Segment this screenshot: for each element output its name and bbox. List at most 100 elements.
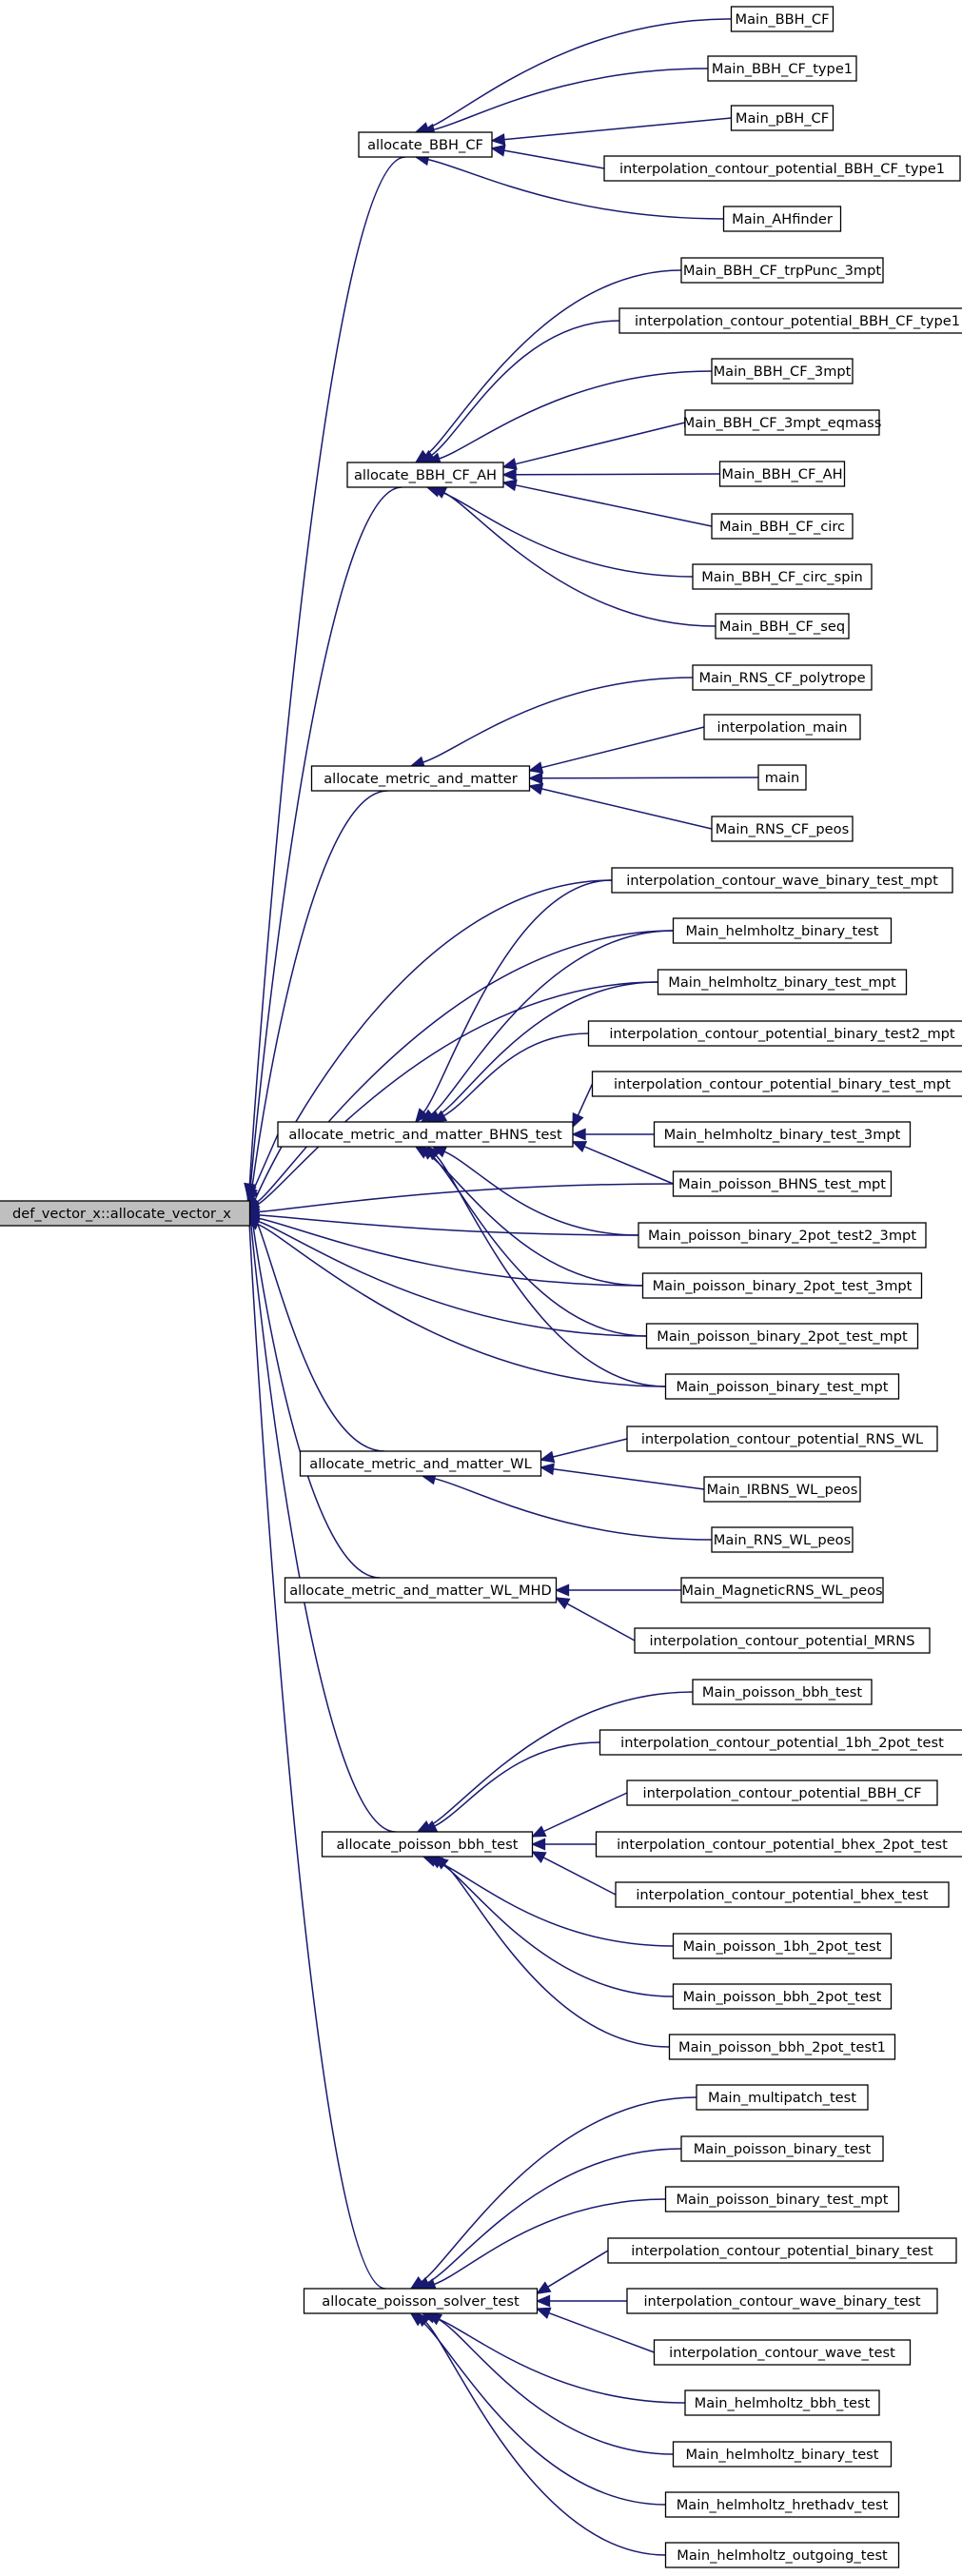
node-main-helmholtz-binary-test-mpt[interactable]: Main_helmholtz_binary_test_mpt: [657, 969, 908, 995]
node-main-multipatch-test-box: [696, 2084, 869, 2111]
edge-main-bbh-cf-ah-to-allocate-bbh-cf-ah-line: [515, 473, 720, 476]
node-main-poisson-binary-test[interactable]: Main_poisson_binary_test: [680, 2135, 884, 2162]
node-main-helmholtz-binary-test[interactable]: Main_helmholtz_binary_test: [672, 917, 893, 944]
edge-main-helmholtz-outgoing-test-to-allocate-poisson-solver-test: [415, 2311, 666, 2556]
node-interpolation-main[interactable]: interpolation_main: [703, 714, 861, 740]
node-allocate-poisson-bbh-test-box: [321, 1831, 534, 1858]
node-interpolation-contour-wave-test[interactable]: interpolation_contour_wave_test: [653, 2339, 912, 2366]
node-main-magneticrns-wl-peos[interactable]: Main_MagneticRNS_WL_peos: [680, 1577, 884, 1603]
node-main-ahfinder[interactable]: Main_AHfinder: [722, 206, 842, 232]
node-main-helmholtz-bbh-test[interactable]: Main_helmholtz_bbh_test: [684, 2389, 880, 2416]
node-interpolation-contour-potential-bhex-2pot-test-label: interpolation_contour_potential_bhex_2po…: [617, 1837, 948, 1853]
node-main-pbh-cf[interactable]: Main_pBH_CF: [730, 105, 834, 131]
node-interpolation-contour-potential-binary-test[interactable]: interpolation_contour_potential_binary_t…: [607, 2237, 957, 2264]
node-main-bbh-cf-circ-spin[interactable]: Main_BBH_CF_circ_spin: [692, 563, 873, 590]
node-main-irbns-wl-peos[interactable]: Main_IRBNS_WL_peos: [703, 1476, 861, 1503]
edge-main-poisson-bbh-test-to-allocate-poisson-bbh-test-line: [428, 1691, 694, 1827]
node-main-bbh-cf-type1[interactable]: Main_BBH_CF_type1: [707, 55, 857, 82]
node-main-poisson-bbh-test[interactable]: Main_poisson_bbh_test: [692, 1679, 873, 1705]
node-main-poisson-binary-2pot-test-3mpt[interactable]: Main_poisson_binary_2pot_test_3mpt: [641, 1272, 923, 1299]
node-main-poisson-binary-2pot-test2-3mpt[interactable]: Main_poisson_binary_2pot_test2_3mpt: [638, 1222, 927, 1249]
node-allocate-metric-and-matter-wl-mhd[interactable]: allocate_metric_and_matter_WL_MHD: [284, 1577, 558, 1603]
edge-interpolation-contour-potential-binary-test-to-allocate-poisson-solver-test-line: [547, 2250, 609, 2288]
node-allocate-metric-and-matter[interactable]: allocate_metric_and_matter: [310, 765, 531, 792]
node-main-poisson-bhns-test-mpt[interactable]: Main_poisson_BHNS_test_mpt: [672, 1170, 893, 1197]
edge-main-helmholtz-bbh-test-to-allocate-poisson-solver-test-line: [434, 2316, 686, 2404]
node-main-poisson-binary-test-box: [680, 2135, 884, 2162]
node-main-poisson-binary-test-mpt[interactable]: Main_poisson_binary_test_mpt: [664, 2186, 900, 2212]
edge-allocate-metric-and-matter-bhns-test-to-root-line: [252, 1133, 279, 1192]
node-main-helmholtz-hrethadv-test[interactable]: Main_helmholtz_hrethadv_test: [664, 2491, 900, 2518]
edge-main-helmholtz-binary-test-to-allocate-metric-and-matter-bhns-test-line: [430, 930, 674, 1115]
node-main-poisson-binary-2pot-test-mpt-label: Main_poisson_binary_2pot_test_mpt: [657, 1328, 908, 1345]
node-main-poisson-bbh-2pot-test1[interactable]: Main_poisson_bbh_2pot_test1: [668, 2034, 896, 2060]
node-main-helmholtz-binary-test-3mpt[interactable]: Main_helmholtz_binary_test_3mpt: [653, 1121, 912, 1148]
node-interpolation-contour-potential-bbh-cf-type1[interactable]: interpolation_contour_potential_BBH_CF_t…: [603, 155, 961, 182]
edge-main-poisson-binary-2pot-test-mpt-to-allocate-metric-and-matter-bhns-test-line: [430, 1153, 647, 1337]
node-main-bbh-cf-3mpt-eqmass[interactable]: Main_BBH_CF_3mpt_eqmass: [683, 409, 882, 436]
node-main-bbh-cf-seq[interactable]: Main_BBH_CF_seq: [715, 613, 850, 639]
node-main-multipatch-test[interactable]: Main_multipatch_test: [696, 2084, 869, 2111]
node-interpolation-contour-wave-test-label: interpolation_contour_wave_test: [669, 2345, 895, 2361]
node-main-bbh-cf-circ[interactable]: Main_BBH_CF_circ: [711, 513, 854, 540]
edge-main-bbh-cf-circ-to-allocate-bbh-cf-ah-line: [515, 484, 713, 527]
edge-interpolation-contour-wave-binary-test-mpt-to-allocate-metric-and-matter-bhns-test-arrowhead: [414, 1108, 429, 1124]
node-interpolation-contour-wave-binary-test[interactable]: interpolation_contour_wave_binary_test: [626, 2288, 938, 2314]
node-allocate-bbh-cf[interactable]: allocate_BBH_CF: [358, 131, 493, 158]
node-main-poisson-binary-test-mpt[interactable]: Main_poisson_binary_test_mpt: [664, 1373, 900, 1400]
edge-main-rns-cf-peos-to-allocate-metric-and-matter: [527, 782, 713, 830]
node-main-pbh-cf-box: [730, 105, 834, 131]
node-interpolation-contour-potential-bhex-2pot-test[interactable]: interpolation_contour_potential_bhex_2po…: [595, 1831, 962, 1858]
edge-allocate-metric-and-matter-to-root-line: [250, 790, 388, 1190]
node-interpolation-contour-potential-1bh-2pot-test[interactable]: interpolation_contour_potential_1bh_2pot…: [599, 1729, 962, 1756]
edge-main-pbh-cf-to-allocate-bbh-cf-line: [503, 117, 732, 141]
node-main-bbh-cf-ah[interactable]: Main_BBH_CF_AH: [718, 461, 846, 487]
node-interpolation-contour-potential-rns-wl[interactable]: interpolation_contour_potential_RNS_WL: [626, 1426, 938, 1452]
node-main-helmholtz-binary-test[interactable]: Main_helmholtz_binary_test: [672, 2441, 893, 2468]
node-main-box: [757, 764, 807, 791]
node-allocate-bbh-cf-ah[interactable]: allocate_BBH_CF_AH: [346, 462, 504, 488]
edge-interpolation-contour-potential-bhex-test-to-allocate-poisson-bbh-test: [531, 1851, 617, 1896]
edge-interpolation-contour-potential-rns-wl-to-allocate-metric-and-matter-wl-line: [552, 1438, 628, 1458]
node-allocate-bbh-cf-ah-box: [346, 462, 504, 488]
node-root-allocate-vector-x[interactable]: def_vector_x::allocate_vector_x: [0, 1200, 251, 1227]
node-allocate-poisson-bbh-test[interactable]: allocate_poisson_bbh_test: [321, 1831, 534, 1858]
node-main-rns-cf-peos[interactable]: Main_RNS_CF_peos: [711, 816, 854, 842]
node-interpolation-contour-potential-mrns[interactable]: interpolation_contour_potential_MRNS: [634, 1627, 931, 1654]
edge-main-rns-cf-polytrope-to-allocate-metric-and-matter: [409, 677, 694, 769]
node-allocate-metric-and-matter-wl-mhd-label: allocate_metric_and_matter_WL_MHD: [289, 1583, 552, 1599]
node-interpolation-contour-potential-binary-test2-mpt[interactable]: interpolation_contour_potential_binary_t…: [587, 1020, 962, 1047]
node-main-bbh-cf-3mpt[interactable]: Main_BBH_CF_3mpt: [711, 358, 854, 384]
node-main-helmholtz-outgoing-test[interactable]: Main_helmholtz_outgoing_test: [664, 2542, 900, 2568]
edge-main-poisson-bbh-2pot-test1-to-allocate-poisson-bbh-test-arrowhead: [433, 1855, 449, 1870]
node-main-rns-wl-peos[interactable]: Main_RNS_WL_peos: [711, 1526, 854, 1553]
node-allocate-poisson-solver-test[interactable]: allocate_poisson_solver_test: [303, 2288, 539, 2314]
node-main-poisson-binary-test-mpt-label: Main_poisson_binary_test_mpt: [676, 1379, 888, 1395]
node-main-helmholtz-outgoing-test-box: [664, 2542, 900, 2568]
node-main-poisson-binary-2pot-test-mpt[interactable]: Main_poisson_binary_2pot_test_mpt: [645, 1323, 919, 1349]
node-main-bbh-cf-seq-label: Main_BBH_CF_seq: [719, 619, 845, 635]
node-allocate-metric-and-matter-bhns-test[interactable]: allocate_metric_and_matter_BHNS_test: [277, 1121, 574, 1148]
node-interpolation-contour-potential-bhex-test[interactable]: interpolation_contour_potential_bhex_tes…: [615, 1881, 950, 1908]
node-main-poisson-1bh-2pot-test[interactable]: Main_poisson_1bh_2pot_test: [672, 1933, 893, 1959]
edge-allocate-bbh-cf-ah-to-root-line: [249, 486, 402, 1187]
node-interpolation-contour-wave-binary-test-mpt[interactable]: interpolation_contour_wave_binary_test_m…: [611, 867, 953, 894]
edge-interpolation-contour-potential-bhex-2pot-test-to-allocate-poisson-bbh-test-arrowhead: [530, 1838, 546, 1851]
node-allocate-metric-and-matter-wl[interactable]: allocate_metric_and_matter_WL: [299, 1450, 542, 1477]
node-main-poisson-bbh-2pot-test[interactable]: Main_poisson_bbh_2pot_test: [672, 1983, 893, 2010]
node-main[interactable]: main: [757, 764, 807, 791]
node-main-bbh-cf-trppunc-3mpt-box: [680, 257, 884, 284]
edge-main-to-allocate-metric-and-matter-line: [541, 777, 759, 779]
node-main-bbh-cf-circ-box: [711, 513, 854, 540]
node-main-bbh-cf-trppunc-3mpt[interactable]: Main_BBH_CF_trpPunc_3mpt: [680, 257, 884, 284]
node-main-helmholtz-hrethadv-test-box: [664, 2491, 900, 2518]
node-allocate-bbh-cf-ah-label: allocate_BBH_CF_AH: [354, 467, 497, 483]
node-interpolation-contour-potential-binary-test-mpt[interactable]: interpolation_contour_potential_binary_t…: [591, 1071, 962, 1097]
node-main-rns-cf-polytrope[interactable]: Main_RNS_CF_polytrope: [692, 664, 873, 691]
node-interpolation-contour-potential-bbh-cf[interactable]: interpolation_contour_potential_BBH_CF: [626, 1780, 938, 1806]
edge-main-poisson-binary-test-mpt-to-allocate-poisson-solver-test-line: [433, 2198, 666, 2286]
node-interpolation-contour-potential-bbh-cf-type1[interactable]: interpolation_contour_potential_BBH_CF_t…: [618, 307, 962, 334]
edge-main-poisson-binary-test-mpt-direct-to-root: [244, 1218, 666, 1387]
node-main-bbh-cf[interactable]: Main_BBH_CF: [730, 6, 834, 32]
